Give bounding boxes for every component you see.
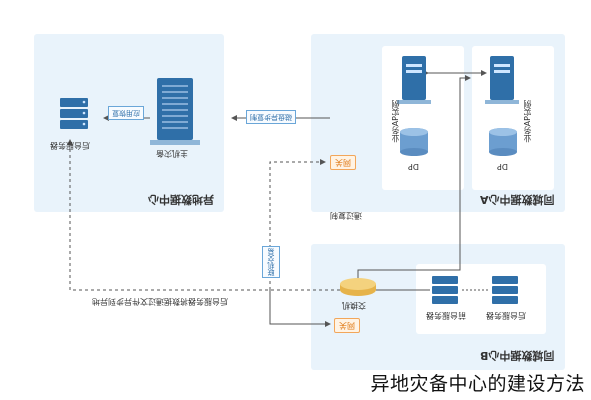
online-trading-tag: 联机交易 (262, 246, 280, 278)
dc-a-db-left-label: DP (408, 162, 419, 171)
remote-backup-server-label: 后台服务器 (50, 141, 90, 150)
dc-a-left-db-icon (400, 128, 428, 156)
async-file-route (67, 139, 340, 291)
switch-to-dc-a-link (357, 75, 471, 282)
switch-icon (340, 278, 376, 296)
figure-caption: 异地灾备中心的建设方法 (370, 373, 585, 395)
remote-backup-server-icon (60, 98, 88, 129)
disk-replication-tag: 磁盘异步复制 (246, 110, 296, 124)
dc-a-left-server-icon (397, 56, 431, 104)
host-backup-tower-icon (150, 78, 200, 145)
dc-b-title: 同城数据中心B (480, 349, 555, 362)
dc-a-title: 同城数据中心A (480, 193, 555, 206)
host-backup-label: 主机灾备 (156, 149, 188, 158)
backend-server-label: 后台服务器 (486, 311, 526, 320)
center-server-label: 前台服务器 (426, 311, 466, 320)
center-server-icon (432, 276, 458, 304)
dc-a-db-right-label: DP (497, 162, 508, 171)
switch-label: 交换机 (342, 301, 366, 310)
gate-bottom: 网关 (334, 318, 360, 333)
dc-a-right-db-icon (489, 128, 517, 156)
replication-note: 通过复制 (330, 211, 362, 220)
async-route-label: 后台服务器将数据通过文件异步到异地 (92, 297, 228, 306)
remote-center-title: 异地数据中心 (148, 193, 214, 206)
dc-a-ap-right-label: 业务AP实例 (523, 100, 532, 143)
app-recovery-tag: 应用恢复 (108, 106, 144, 120)
gate-top: 网关 (330, 155, 356, 170)
dc-a-right-server-icon (485, 56, 519, 104)
backend-server-icon (492, 276, 518, 304)
dc-a-ap-left-label: 业务AP实例 (391, 100, 400, 143)
bottom-gate-link (269, 290, 331, 327)
